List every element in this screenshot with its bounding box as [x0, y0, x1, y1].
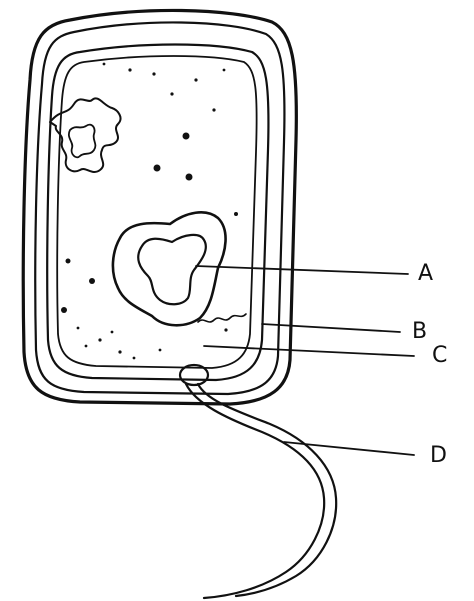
ribosome-dot: [186, 174, 193, 181]
ribosome-dot: [194, 78, 197, 81]
label-c: C: [432, 343, 447, 368]
ribosome-dot: [223, 69, 226, 72]
leader-line-a: [196, 266, 408, 274]
label-b: B: [412, 319, 427, 344]
ribosome-dot: [85, 345, 88, 348]
label-a: A: [418, 261, 433, 286]
ribosome-dot: [128, 68, 131, 71]
ribosome-dot: [133, 357, 136, 360]
leader-line-b: [262, 324, 400, 332]
ribosome-dot: [61, 307, 67, 313]
ribosome-dot: [224, 328, 227, 331]
ribosome-dot: [234, 212, 238, 216]
ribosome-dot: [89, 278, 95, 284]
ribosome-dot: [212, 108, 215, 111]
ribosome-dot: [159, 349, 162, 352]
ribosome-dot: [66, 259, 71, 264]
membrane-fold: [198, 314, 246, 322]
ribosome-dot: [183, 133, 190, 140]
leader-lines: [196, 266, 414, 455]
nucleoid: [113, 212, 226, 325]
ribosome-dot: [77, 327, 80, 330]
ribosome-dot: [170, 92, 173, 95]
ribosome-dot: [98, 338, 101, 341]
ribosome-dot: [103, 63, 106, 66]
ribosome-dot: [111, 331, 114, 334]
ribosome-dot: [152, 72, 155, 75]
ribosome-dot: [154, 165, 161, 172]
leader-line-d: [284, 442, 414, 455]
label-d: D: [430, 443, 447, 468]
flagellum: [186, 384, 336, 598]
cell-wall: [23, 10, 296, 404]
leader-line-c: [204, 346, 414, 356]
ribosome-dot: [118, 350, 121, 353]
